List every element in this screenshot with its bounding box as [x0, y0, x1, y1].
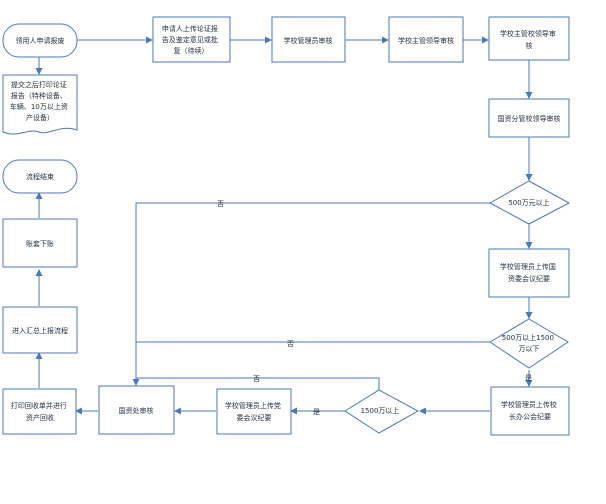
- edge-label-yes-1500: 是: [313, 408, 320, 416]
- node-print-recycle-line-1: 打印回收单并进行: [11, 401, 67, 410]
- node-decision-1500: 1500万以上: [344, 389, 420, 434]
- node-upload-state-council-line-2: 资委会议纪要: [508, 274, 550, 283]
- edges: [35, 36, 533, 415]
- node-school-dept-head: 学校主管领导审核: [388, 16, 464, 63]
- node-print-recycle-label: 打印回收单并进行 资产回收: [11, 401, 69, 422]
- node-upload-principal-line-1: 学校管理员上传校: [501, 400, 557, 409]
- node-decision-500-1500: 500万以上1500 万以下: [489, 318, 569, 369]
- node-enter-system-label: 进入汇总上报流程: [12, 326, 68, 335]
- node-upload-report: 申请人上传论证报 告及鉴定意见或批 复（待续）: [152, 16, 231, 63]
- edge-label-no-top: 否: [217, 200, 224, 208]
- node-decision-500: 500万元以上: [488, 180, 571, 225]
- node-upload-party-line-1: 学校管理员上传党: [225, 401, 281, 410]
- node-ledger-writeoff: 账套下账: [2, 218, 78, 268]
- node-school-leader-line-2: 核: [526, 41, 533, 50]
- node-process-end-label: 流程结束: [26, 172, 54, 181]
- node-print-recycle-line-2: 资产回收: [26, 413, 54, 422]
- node-upload-report-line-1: 申请人上传论证报: [162, 24, 218, 33]
- node-asset-office-leader-label: 国资分管校领导审核: [498, 114, 561, 123]
- node-decision-500-label: 500万元以上: [508, 198, 549, 207]
- node-upload-report-line-3: 复（待续）: [174, 46, 209, 55]
- node-print-report-line-4: 产设备）: [26, 113, 54, 122]
- node-upload-report-line-2: 告及鉴定意见或批: [162, 35, 218, 44]
- node-upload-principal-line-2: 长办公会纪要: [509, 412, 551, 421]
- node-enter-system: 进入汇总上报流程: [2, 306, 78, 354]
- node-decision-500-1500-label: 500万以上1500 万以下: [502, 333, 556, 353]
- node-school-leader: 学校主管校领导审 核: [488, 16, 570, 61]
- edge-label-yes-mid: 是: [525, 374, 532, 382]
- node-asset-office-leader: 国资分管校领导审核: [488, 98, 570, 138]
- edge-dec500-no: [132, 202, 490, 386]
- edge-label-no-mid: 否: [287, 340, 294, 348]
- node-upload-principal: 学校管理员上传校 长办公会纪要: [490, 386, 570, 436]
- node-start: 领用人申请报废: [2, 23, 78, 58]
- node-upload-report-label: 申请人上传论证报 告及鉴定意见或批 复（待续）: [162, 24, 220, 55]
- node-asset-office-review-label: 国资处审核: [119, 406, 154, 415]
- node-upload-state-council: 学校管理员上传国 资委会议纪要: [488, 248, 570, 298]
- node-upload-state-council-label: 学校管理员上传国 资委会议纪要: [500, 262, 558, 283]
- node-upload-principal-label: 学校管理员上传校 长办公会纪要: [501, 400, 559, 421]
- node-print-report-line-1: 提交之后打印论证: [11, 80, 67, 89]
- node-print-recycle: 打印回收单并进行 资产回收: [2, 388, 77, 435]
- node-school-leader-line-1: 学校主管校领导审: [500, 29, 556, 38]
- node-decision-500-1500-line-1: 500万以上1500: [502, 333, 554, 342]
- node-start-label: 领用人申请报废: [16, 36, 65, 45]
- node-school-dept-head-label: 学校主管领导审核: [398, 36, 454, 45]
- node-asset-office-review: 国资处审核: [98, 385, 175, 435]
- node-decision-500-1500-line-2: 万以下: [519, 345, 540, 353]
- node-upload-party-label: 学校管理员上传党 委会议纪要: [225, 401, 283, 422]
- node-school-leader-label: 学校主管校领导审 核: [500, 29, 558, 50]
- node-print-report-line-2: 报告（特种设备、: [11, 91, 67, 100]
- node-upload-state-council-line-1: 学校管理员上传国: [500, 262, 556, 271]
- edge-labels: 否 否 否 是 是: [217, 200, 532, 416]
- node-print-report-line-3: 车辆、10万以上资: [10, 102, 68, 111]
- node-upload-party-line-2: 委会议纪要: [237, 413, 272, 422]
- node-school-admin: 学校管理员审核: [271, 16, 346, 63]
- edge-dec15-no: [136, 377, 380, 390]
- node-print-report-label: 提交之后打印论证 报告（特种设备、 车辆、10万以上资 产设备）: [10, 80, 70, 122]
- node-print-report: 提交之后打印论证 报告（特种设备、 车辆、10万以上资 产设备）: [2, 74, 78, 135]
- node-decision-1500-label: 1500万以上: [361, 406, 400, 415]
- node-process-end: 流程结束: [2, 159, 78, 194]
- node-ledger-writeoff-label: 账套下账: [26, 239, 54, 248]
- node-upload-party: 学校管理员上传党 委会议纪要: [216, 388, 292, 435]
- edge-label-no-low: 否: [253, 375, 260, 383]
- node-school-admin-label: 学校管理员审核: [284, 36, 333, 45]
